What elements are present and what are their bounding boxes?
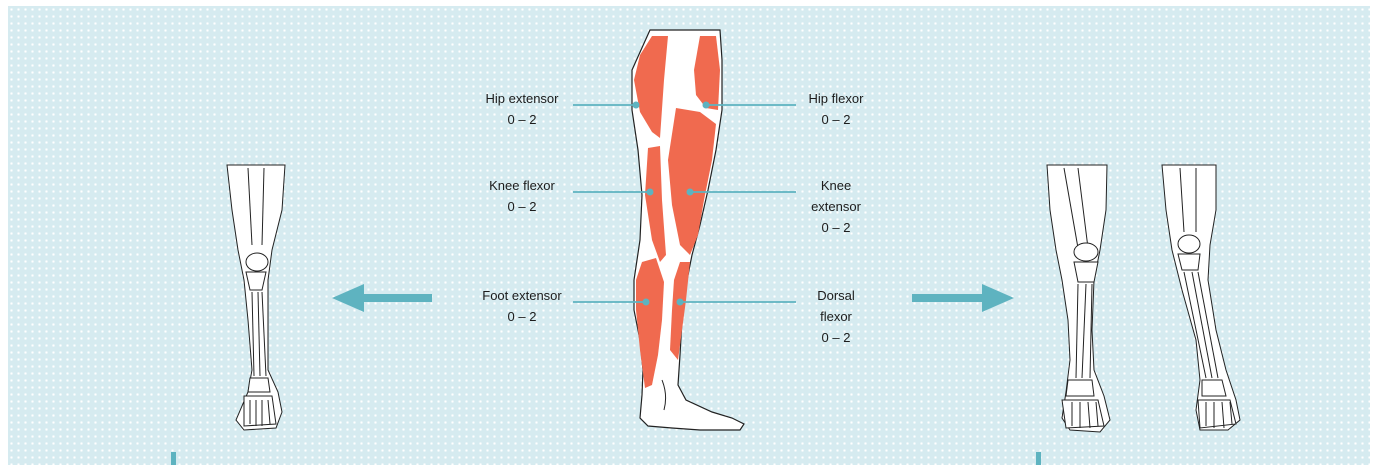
hip-flexor-name: Hip flexor xyxy=(794,88,878,109)
foot-extensor-dot xyxy=(643,299,650,306)
knee-extensor-name-line2: extensor xyxy=(794,196,878,217)
dorsal-flexor-dot xyxy=(677,299,684,306)
knee-flexor-label: Knee flexor 0 – 2 xyxy=(470,175,574,217)
arrow-right-icon xyxy=(912,284,1014,312)
bottom-marker-right xyxy=(1036,452,1041,465)
hip-extensor-score: 0 – 2 xyxy=(470,109,574,130)
foot-extensor-label: Foot extensor 0 – 2 xyxy=(470,285,574,327)
dorsal-flexor-name-line2: flexor xyxy=(794,306,878,327)
knee-extensor-score: 0 – 2 xyxy=(794,217,878,238)
hip-extensor-dot xyxy=(633,102,640,109)
knee-extensor-name-line1: Knee xyxy=(794,175,878,196)
foot-extensor-score: 0 – 2 xyxy=(470,306,574,327)
hip-flexor-label: Hip flexor 0 – 2 xyxy=(794,88,878,130)
dorsal-flexor-name-line1: Dorsal xyxy=(794,285,878,306)
hip-extensor-label: Hip extensor 0 – 2 xyxy=(470,88,574,130)
dorsal-flexor-label: Dorsal flexor 0 – 2 xyxy=(794,285,878,348)
skeleton-leg-right-1 xyxy=(1047,165,1110,432)
arrow-left-icon xyxy=(332,284,432,312)
skeleton-leg-left xyxy=(227,165,285,430)
skeleton-leg-right-2 xyxy=(1162,165,1240,430)
hip-flexor-dot xyxy=(703,102,710,109)
knee-extensor-dot xyxy=(687,189,694,196)
central-leg xyxy=(632,30,744,430)
bottom-marker-left xyxy=(171,452,176,465)
dorsal-flexor-score: 0 – 2 xyxy=(794,327,878,348)
hip-flexor-score: 0 – 2 xyxy=(794,109,878,130)
hip-extensor-name: Hip extensor xyxy=(470,88,574,109)
knee-extensor-label: Knee extensor 0 – 2 xyxy=(794,175,878,238)
knee-flexor-name: Knee flexor xyxy=(470,175,574,196)
knee-flexor-dot xyxy=(647,189,654,196)
foot-extensor-name: Foot extensor xyxy=(470,285,574,306)
knee-flexor-score: 0 – 2 xyxy=(470,196,574,217)
